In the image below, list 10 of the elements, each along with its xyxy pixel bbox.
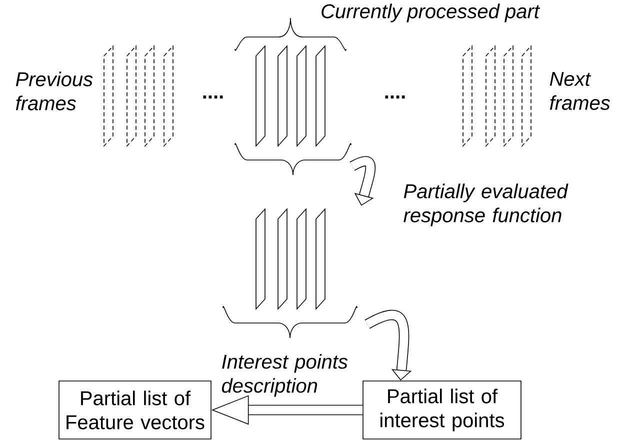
edge-label: Partially evaluated response function <box>404 184 568 226</box>
edge-label: Interest points description <box>222 354 348 397</box>
frames-label: Previous frames <box>16 72 93 110</box>
hollow-arrow <box>350 156 376 206</box>
process-box: Partial list of Feature vectors <box>58 380 212 440</box>
heading: Currently processed part <box>322 4 540 22</box>
process-box: Partial list of interest points <box>362 380 522 440</box>
frame-group <box>222 208 358 338</box>
dots: .... <box>385 96 405 98</box>
frame-group <box>234 4 540 176</box>
